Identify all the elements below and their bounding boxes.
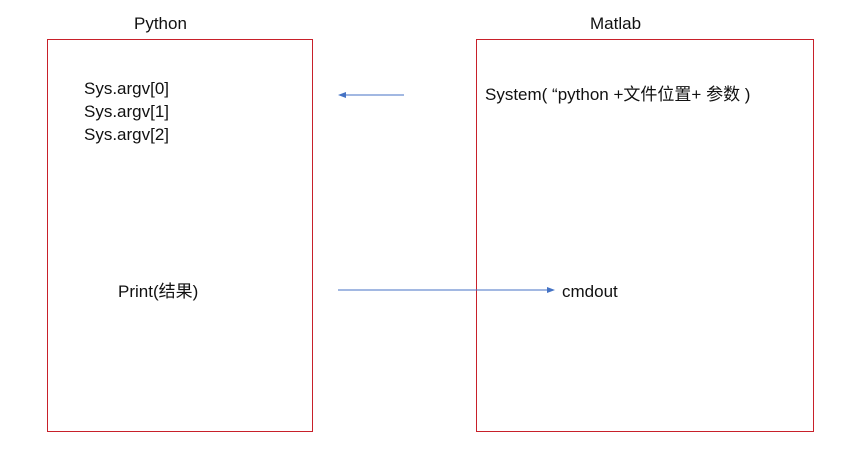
argv-item-0: Sys.argv[0] [84, 79, 170, 98]
arrow-python-to-matlab [338, 287, 555, 293]
arrow-matlab-to-python [338, 92, 404, 98]
matlab-title: Matlab [590, 14, 642, 33]
print-result-text: Print(结果) [118, 282, 199, 301]
cmdout-text: cmdout [562, 282, 618, 301]
argv-item-1: Sys.argv[1] [84, 102, 170, 121]
python-panel [47, 39, 313, 432]
system-call-text: System( “python +文件位置+ 参数 ) [485, 85, 751, 104]
argv-item-2: Sys.argv[2] [84, 125, 170, 144]
matlab-panel [476, 39, 814, 432]
python-title: Python [134, 14, 187, 33]
argv-list: Sys.argv[0] Sys.argv[1] Sys.argv[2] [84, 77, 169, 146]
